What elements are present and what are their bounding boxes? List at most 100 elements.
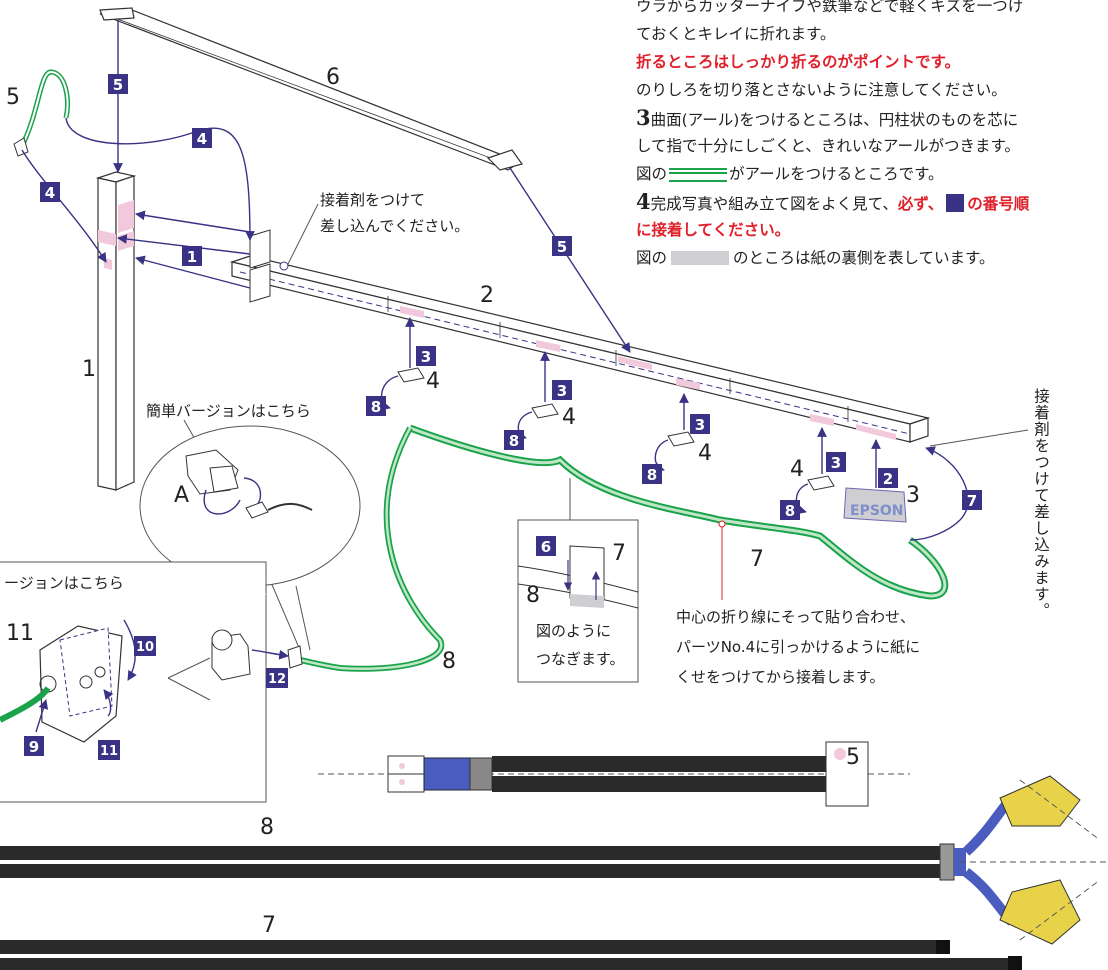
part-label-8a: 8 <box>526 583 540 608</box>
svg-text:8: 8 <box>371 398 381 416</box>
svg-text:3: 3 <box>695 416 705 434</box>
part-label-4b: 4 <box>562 405 576 430</box>
fold-line1: 中心の折り線にそって貼り合わせ、 <box>676 608 915 626</box>
badge-4b: 4 <box>40 182 60 202</box>
badge-4a: 4 <box>192 128 212 148</box>
svg-text:3: 3 <box>421 348 431 366</box>
connect-line2: つなぎます。 <box>536 650 625 668</box>
badge-5a: 5 <box>108 74 128 94</box>
badge-2: 2 <box>878 468 898 488</box>
part-label-1: 1 <box>82 357 96 382</box>
instr-line-9-post: のところは紙の裏側を表しています。 <box>733 249 995 267</box>
step-number-4: 4 <box>636 189 651 214</box>
badge-8d: 8 <box>780 500 800 520</box>
connect-detail-box <box>517 519 639 683</box>
svg-text:11: 11 <box>100 744 118 759</box>
svg-text:3: 3 <box>557 382 567 400</box>
instr-line-6-post: がアールをつけるところです。 <box>729 165 944 183</box>
part-6-strip <box>99 7 523 171</box>
badge-5b: 5 <box>552 236 572 256</box>
svg-text:2: 2 <box>883 470 893 488</box>
part-label-7b: 7 <box>612 541 626 566</box>
part-number-labels: 1 2 3 4 4 4 4 5 5 6 7 7 7 8 8 8 11 A <box>6 65 920 938</box>
glue-insert-line2: 差し込んでください。 <box>320 217 469 235</box>
badge-12: 12 <box>266 668 288 688</box>
instr-line-1: ておくとキレイに折れます。 <box>636 25 836 43</box>
part-label-6: 6 <box>326 65 340 90</box>
badge-3d: 3 <box>826 452 846 472</box>
svg-text:8: 8 <box>509 432 519 450</box>
green-curve-swatch <box>669 167 728 182</box>
svg-text:8: 8 <box>647 466 657 484</box>
svg-text:4: 4 <box>197 130 207 148</box>
callout-texts: 接着剤をつけて 差し込んでください。 簡単バージョンはこちら ージョンはこちら … <box>4 191 920 686</box>
badge-1: 1 <box>182 246 202 266</box>
part-label-11: 11 <box>6 621 34 646</box>
part-2-beam <box>229 229 931 443</box>
instr-line-4: 3曲面(アール)をつけるところは、円柱状のものを芯に <box>636 104 1106 134</box>
instr-line-9-pre: 図の <box>636 249 668 267</box>
part-label-2: 2 <box>480 283 494 308</box>
other-version-box <box>0 561 303 803</box>
instr-line-7-pre: 完成写真や組み立て図をよく見て、 <box>650 195 898 213</box>
epson-plate: EPSON <box>843 487 907 523</box>
step-badges: 1 2 3 3 3 3 4 4 5 5 6 7 8 8 8 8 9 10 11 … <box>24 74 982 760</box>
badge-8b: 8 <box>504 430 524 450</box>
svg-text:1: 1 <box>187 248 197 266</box>
vertical-glue-note: 接着剤をつけて差し込みます。 <box>1032 388 1050 619</box>
svg-text:7: 7 <box>967 492 977 510</box>
part-label-3: 3 <box>906 483 920 508</box>
fold-line3: くせをつけてから接着します。 <box>676 668 885 686</box>
badge-7: 7 <box>962 490 982 510</box>
part-7-8-strip <box>299 424 949 672</box>
connect-line1: 図のように <box>536 622 611 640</box>
grey-backside-swatch <box>671 251 730 265</box>
fold-line2: パーツNo.4に引っかけるように紙に <box>676 638 920 656</box>
badge-6: 6 <box>536 536 556 556</box>
simple-version-bubble <box>139 425 361 587</box>
svg-text:3: 3 <box>831 454 841 472</box>
part-label-5a: 5 <box>6 85 20 110</box>
navy-badge-swatch <box>946 194 965 212</box>
instr-line-9: 図の のところは紙の裏側を表しています。 <box>636 244 1106 272</box>
badge-8c: 8 <box>642 464 662 484</box>
cable-diagrams <box>0 741 1108 970</box>
part-label-A: A <box>174 483 189 508</box>
part-label-8c: 8 <box>260 815 274 840</box>
part-label-7a: 7 <box>750 547 764 572</box>
svg-text:12: 12 <box>268 672 286 687</box>
instr-line-2: 折るところはしっかり折るのがポイントです。 <box>636 53 960 71</box>
svg-text:4: 4 <box>45 184 55 202</box>
other-version-label: ージョンはこちら <box>4 574 124 592</box>
instr-line-4-text: 曲面(アール)をつけるところは、円柱状のものを芯に <box>650 111 1019 129</box>
badge-3c: 3 <box>690 414 710 434</box>
svg-text:8: 8 <box>785 502 795 520</box>
step-number-3: 3 <box>636 105 651 130</box>
instr-line-7-red1: 必ず、 <box>897 195 944 213</box>
epson-label: EPSON <box>850 503 904 519</box>
svg-text:6: 6 <box>541 538 551 556</box>
instr-line-5: して指で十分にしごくと、きれいなアールがつきます。 <box>636 137 1020 155</box>
instr-line-6-pre: 図の <box>636 165 668 183</box>
instr-line-8: に接着してください。 <box>636 221 791 239</box>
svg-text:10: 10 <box>136 640 154 655</box>
glue-insert-line1: 接着剤をつけて <box>320 191 425 209</box>
badge-3b: 3 <box>552 380 572 400</box>
svg-text:5: 5 <box>557 238 567 256</box>
part-label-8b: 8 <box>442 649 456 674</box>
part-4-hooks <box>397 367 835 491</box>
badge-8a: 8 <box>366 396 386 416</box>
part-label-7c: 7 <box>262 913 276 938</box>
part-label-4c: 4 <box>698 441 712 466</box>
badge-3a: 3 <box>416 346 436 366</box>
part-1-column <box>95 171 137 491</box>
badge-11: 11 <box>98 740 120 760</box>
badge-9: 9 <box>24 736 44 756</box>
instr-line-7: 4完成写真や組み立て図をよく見て、必ず、の番号順 <box>636 188 1106 218</box>
svg-text:5: 5 <box>113 76 123 94</box>
instr-line-3: のりしろを切り落とさないように注意してください。 <box>636 81 1007 99</box>
part-5-curl <box>13 69 70 157</box>
part-label-5b: 5 <box>846 745 860 770</box>
